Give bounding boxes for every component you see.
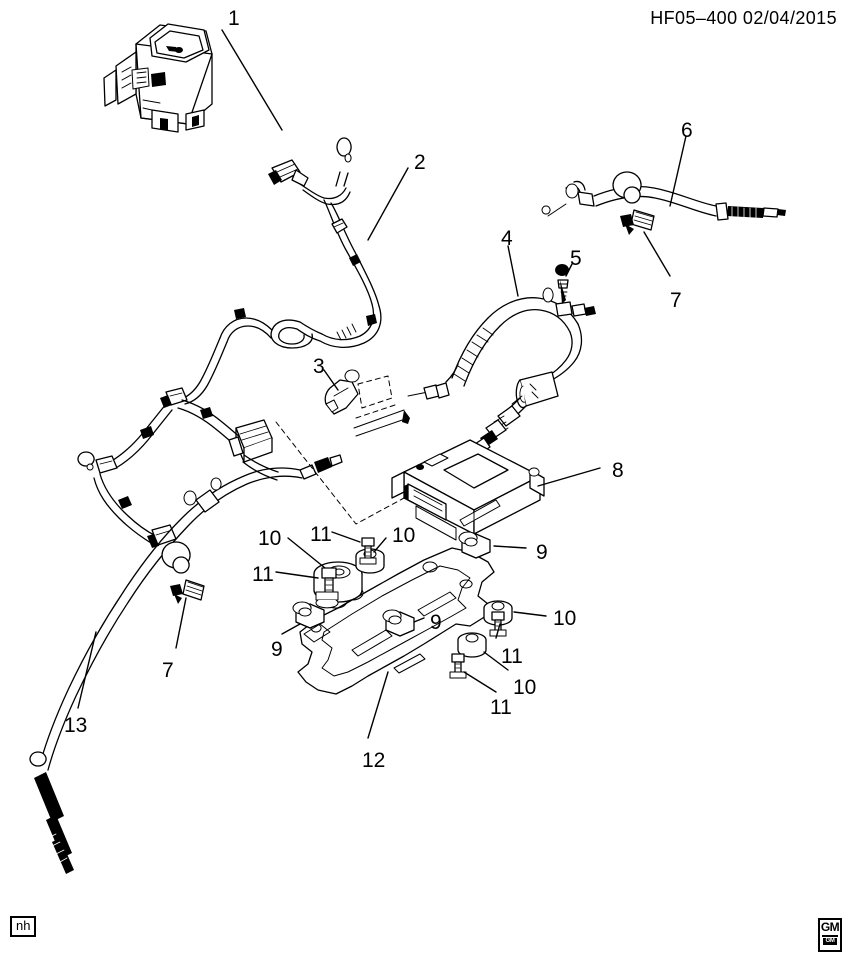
leader-11-upper: [331, 531, 361, 543]
callout-9-upper: 9: [536, 541, 548, 564]
leader-9-center: [413, 617, 425, 623]
leader-8: [537, 467, 601, 487]
sheet-code-box: nh: [10, 916, 37, 937]
leader-10-right: [513, 611, 547, 617]
leader-13: [77, 631, 97, 709]
callout-13: 13: [64, 714, 88, 737]
callout-4: 4: [501, 227, 513, 250]
leader-3: [323, 369, 339, 391]
callout-3: 3: [313, 355, 325, 378]
callout-11-upper: 11: [310, 523, 332, 546]
leader-7-left: [175, 597, 187, 649]
part-control-module: [391, 439, 545, 541]
callout-9-left: 9: [271, 638, 283, 661]
diagram-code-date: HF05–400 02/04/2015: [650, 8, 837, 28]
callout-7-left: 7: [162, 659, 174, 682]
leader-6: [669, 135, 687, 207]
part-grommet-left: [161, 541, 205, 604]
part-nut-left: [292, 601, 325, 629]
gm-logo: GM GM: [818, 918, 842, 952]
part-wiring-harness: [77, 137, 382, 548]
callout-9-center: 9: [430, 611, 442, 634]
callout-11-right: 11: [501, 645, 523, 668]
part-stud-upper: [359, 537, 377, 565]
part-stud-lower: [449, 653, 467, 679]
leader-5: [565, 263, 573, 277]
callout-11-lower: 11: [490, 696, 512, 719]
callout-2: 2: [414, 151, 426, 174]
callout-7-right: 7: [670, 289, 682, 312]
callout-5: 5: [570, 247, 582, 270]
gm-logo-divider: [822, 935, 838, 937]
callout-10-upper-left: 10: [258, 527, 282, 550]
leader-11-left: [275, 571, 319, 579]
callout-1: 1: [228, 7, 240, 30]
part-grommet-right: [612, 171, 655, 235]
leader-7-right: [643, 231, 671, 277]
leader-10-upper-right: [373, 537, 387, 553]
callout-11-left: 11: [252, 563, 274, 586]
callout-10-right: 10: [553, 607, 577, 630]
part-right-brake-cable: [541, 180, 786, 221]
leader-9-upper: [493, 545, 527, 549]
assembly-dashed-line: [275, 421, 405, 525]
part-bushing-lower-right: [457, 632, 487, 658]
leader-2: [367, 167, 409, 241]
leader-10-lower-right: [483, 651, 509, 671]
part-nut-upper: [458, 531, 491, 559]
part-nut-center: [382, 609, 415, 637]
leader-11-right: [495, 623, 501, 639]
leader-11-lower: [463, 671, 497, 693]
part-stud-left: [315, 567, 339, 609]
callout-10-lower-right: 10: [513, 676, 537, 699]
leader-12: [367, 671, 389, 739]
part-screw: [555, 264, 570, 304]
leader-4: [507, 245, 519, 297]
callout-8: 8: [612, 459, 624, 482]
part-parking-brake-switch: [103, 23, 213, 133]
leader-1: [221, 29, 283, 131]
callout-12: 12: [362, 749, 386, 772]
leader-9-left: [281, 623, 301, 635]
gm-logo-wordmark: GM: [820, 920, 840, 934]
gm-logo-submark: GM: [823, 938, 837, 945]
part-cable-clip: [324, 369, 410, 437]
callout-10-upper-right: 10: [392, 524, 416, 547]
leader-10-upper-left: [287, 537, 331, 573]
part-actuator-cable: [407, 287, 596, 456]
callout-6: 6: [681, 119, 693, 142]
part-left-brake-cable: [29, 454, 343, 874]
